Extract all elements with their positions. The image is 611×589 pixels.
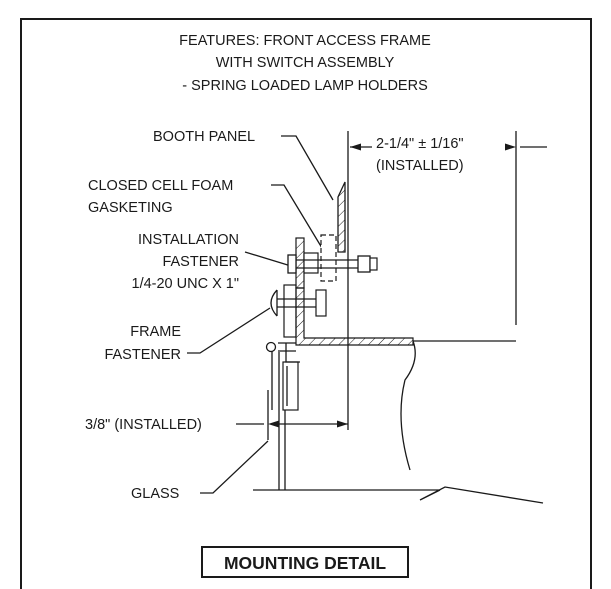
installation-fastener [287,254,378,274]
drawing-title: MOUNTING DETAIL [224,553,386,573]
offset-dimension-label: 3/8" (INSTALLED) [85,417,202,433]
features-line-1: FEATURES: FRONT ACCESS FRAME [179,33,431,49]
install-fastener-label-line-2: FASTENER [162,254,239,270]
frame-fastener [270,284,327,338]
depth-dimension-value: 2-1/4" ± 1/16" [376,136,464,152]
depth-dimension-lines [347,131,547,430]
front-frame-and-glass [271,352,299,490]
glass-label: GLASS [131,486,179,502]
lamp-housing [253,340,544,504]
install-fastener-label-line-1: INSTALLATION [138,232,239,248]
drawing-border [20,18,592,589]
gasket-label-line-2: GASKETING [88,200,173,216]
title-box [201,546,409,578]
offset-dimension-lines [236,390,348,440]
mounting-bracket [295,237,319,289]
glass-leader [200,440,269,494]
gasket-leader [271,184,323,249]
install-fastener-leader [244,251,292,267]
features-line-3: - SPRING LOADED LAMP HOLDERS [182,78,428,94]
frame-angle-section [295,287,414,346]
frame-fastener-leader [187,307,271,354]
foam-gasket-section [320,234,337,282]
booth-panel-leader [281,135,334,201]
booth-panel-label: BOOTH PANEL [153,129,255,145]
install-fastener-label-line-3: 1/4-20 UNC X 1" [132,276,240,292]
gasket-label-line-1: CLOSED CELL FOAM [88,178,233,194]
booth-panel-section [337,181,346,253]
frame-fastener-label-line-2: FASTENER [104,347,181,363]
depth-dimension-note: (INSTALLED) [376,158,464,174]
frame-fastener-label-line-1: FRAME [130,324,181,340]
features-line-2: WITH SWITCH ASSEMBLY [216,55,395,71]
